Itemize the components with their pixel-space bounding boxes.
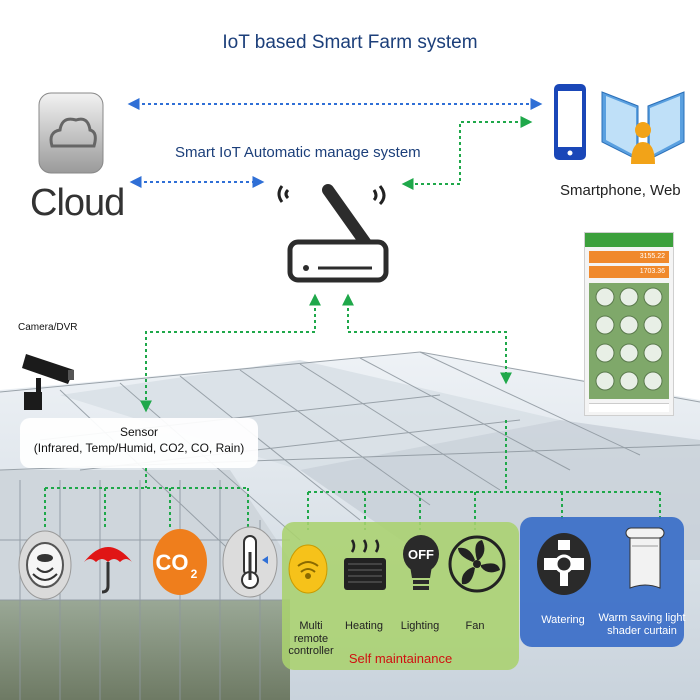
app-control-buttons [595,287,663,391]
app-footer [589,403,669,412]
co2-subscript: 2 [191,567,198,581]
fan-icon [448,535,506,593]
hub-actuator-link [342,293,512,385]
iot-hub-icon [277,184,389,283]
web-icon [601,91,685,164]
watering-label: Watering [541,614,585,626]
rain-umbrella-icon [84,547,132,594]
curtain-icon [625,527,665,589]
co2-icon: CO 2 [153,529,207,595]
heating-label: Heating [345,620,383,632]
fan-label: Fan [465,620,485,632]
self-maintenance-title: Self maintainance [348,651,453,666]
water-valve-icon [537,533,591,595]
client-hub-link [401,116,533,190]
cctv-camera-icon [22,354,74,410]
app-header-bar [585,233,673,247]
cloud-label: Cloud [30,182,125,224]
smartphone-icon [554,84,586,160]
cloud-icon [38,92,104,174]
light-bulb-icon: OFF [403,535,439,590]
client-label: Smartphone, Web [560,182,681,199]
remote-controller-label: Multi remote controller [288,620,334,658]
camera-label: Camera/DVR [18,322,78,333]
mobile-app-screenshot: 3155.22 1703.36 [584,232,674,416]
diagram-subtitle: Smart IoT Automatic manage system [175,144,421,161]
sensor-title: Sensor [119,425,159,439]
remote-controller-icon [288,544,328,594]
curtain-label: Warm saving light shader curtain [598,612,686,637]
hub-sensor-link [140,293,321,413]
sensor-detail: (Infrared, Temp/Humid, CO2, CO, Rain) [33,441,245,456]
lighting-label: Lighting [400,620,440,632]
sensor-panel: Sensor (Infrared, Temp/Humid, CO2, CO, R… [20,418,258,468]
co2-text: CO [156,550,189,575]
light-off-badge: OFF [408,547,434,562]
infrared-sensor-icon [18,530,72,600]
app-control-grid [589,283,669,399]
thermometer-icon [222,526,278,598]
app-value-1: 3155.22 [589,251,669,263]
heater-icon [344,539,386,590]
app-value-2: 1703.36 [589,266,669,278]
diagram-title: IoT based Smart Farm system [222,32,478,53]
